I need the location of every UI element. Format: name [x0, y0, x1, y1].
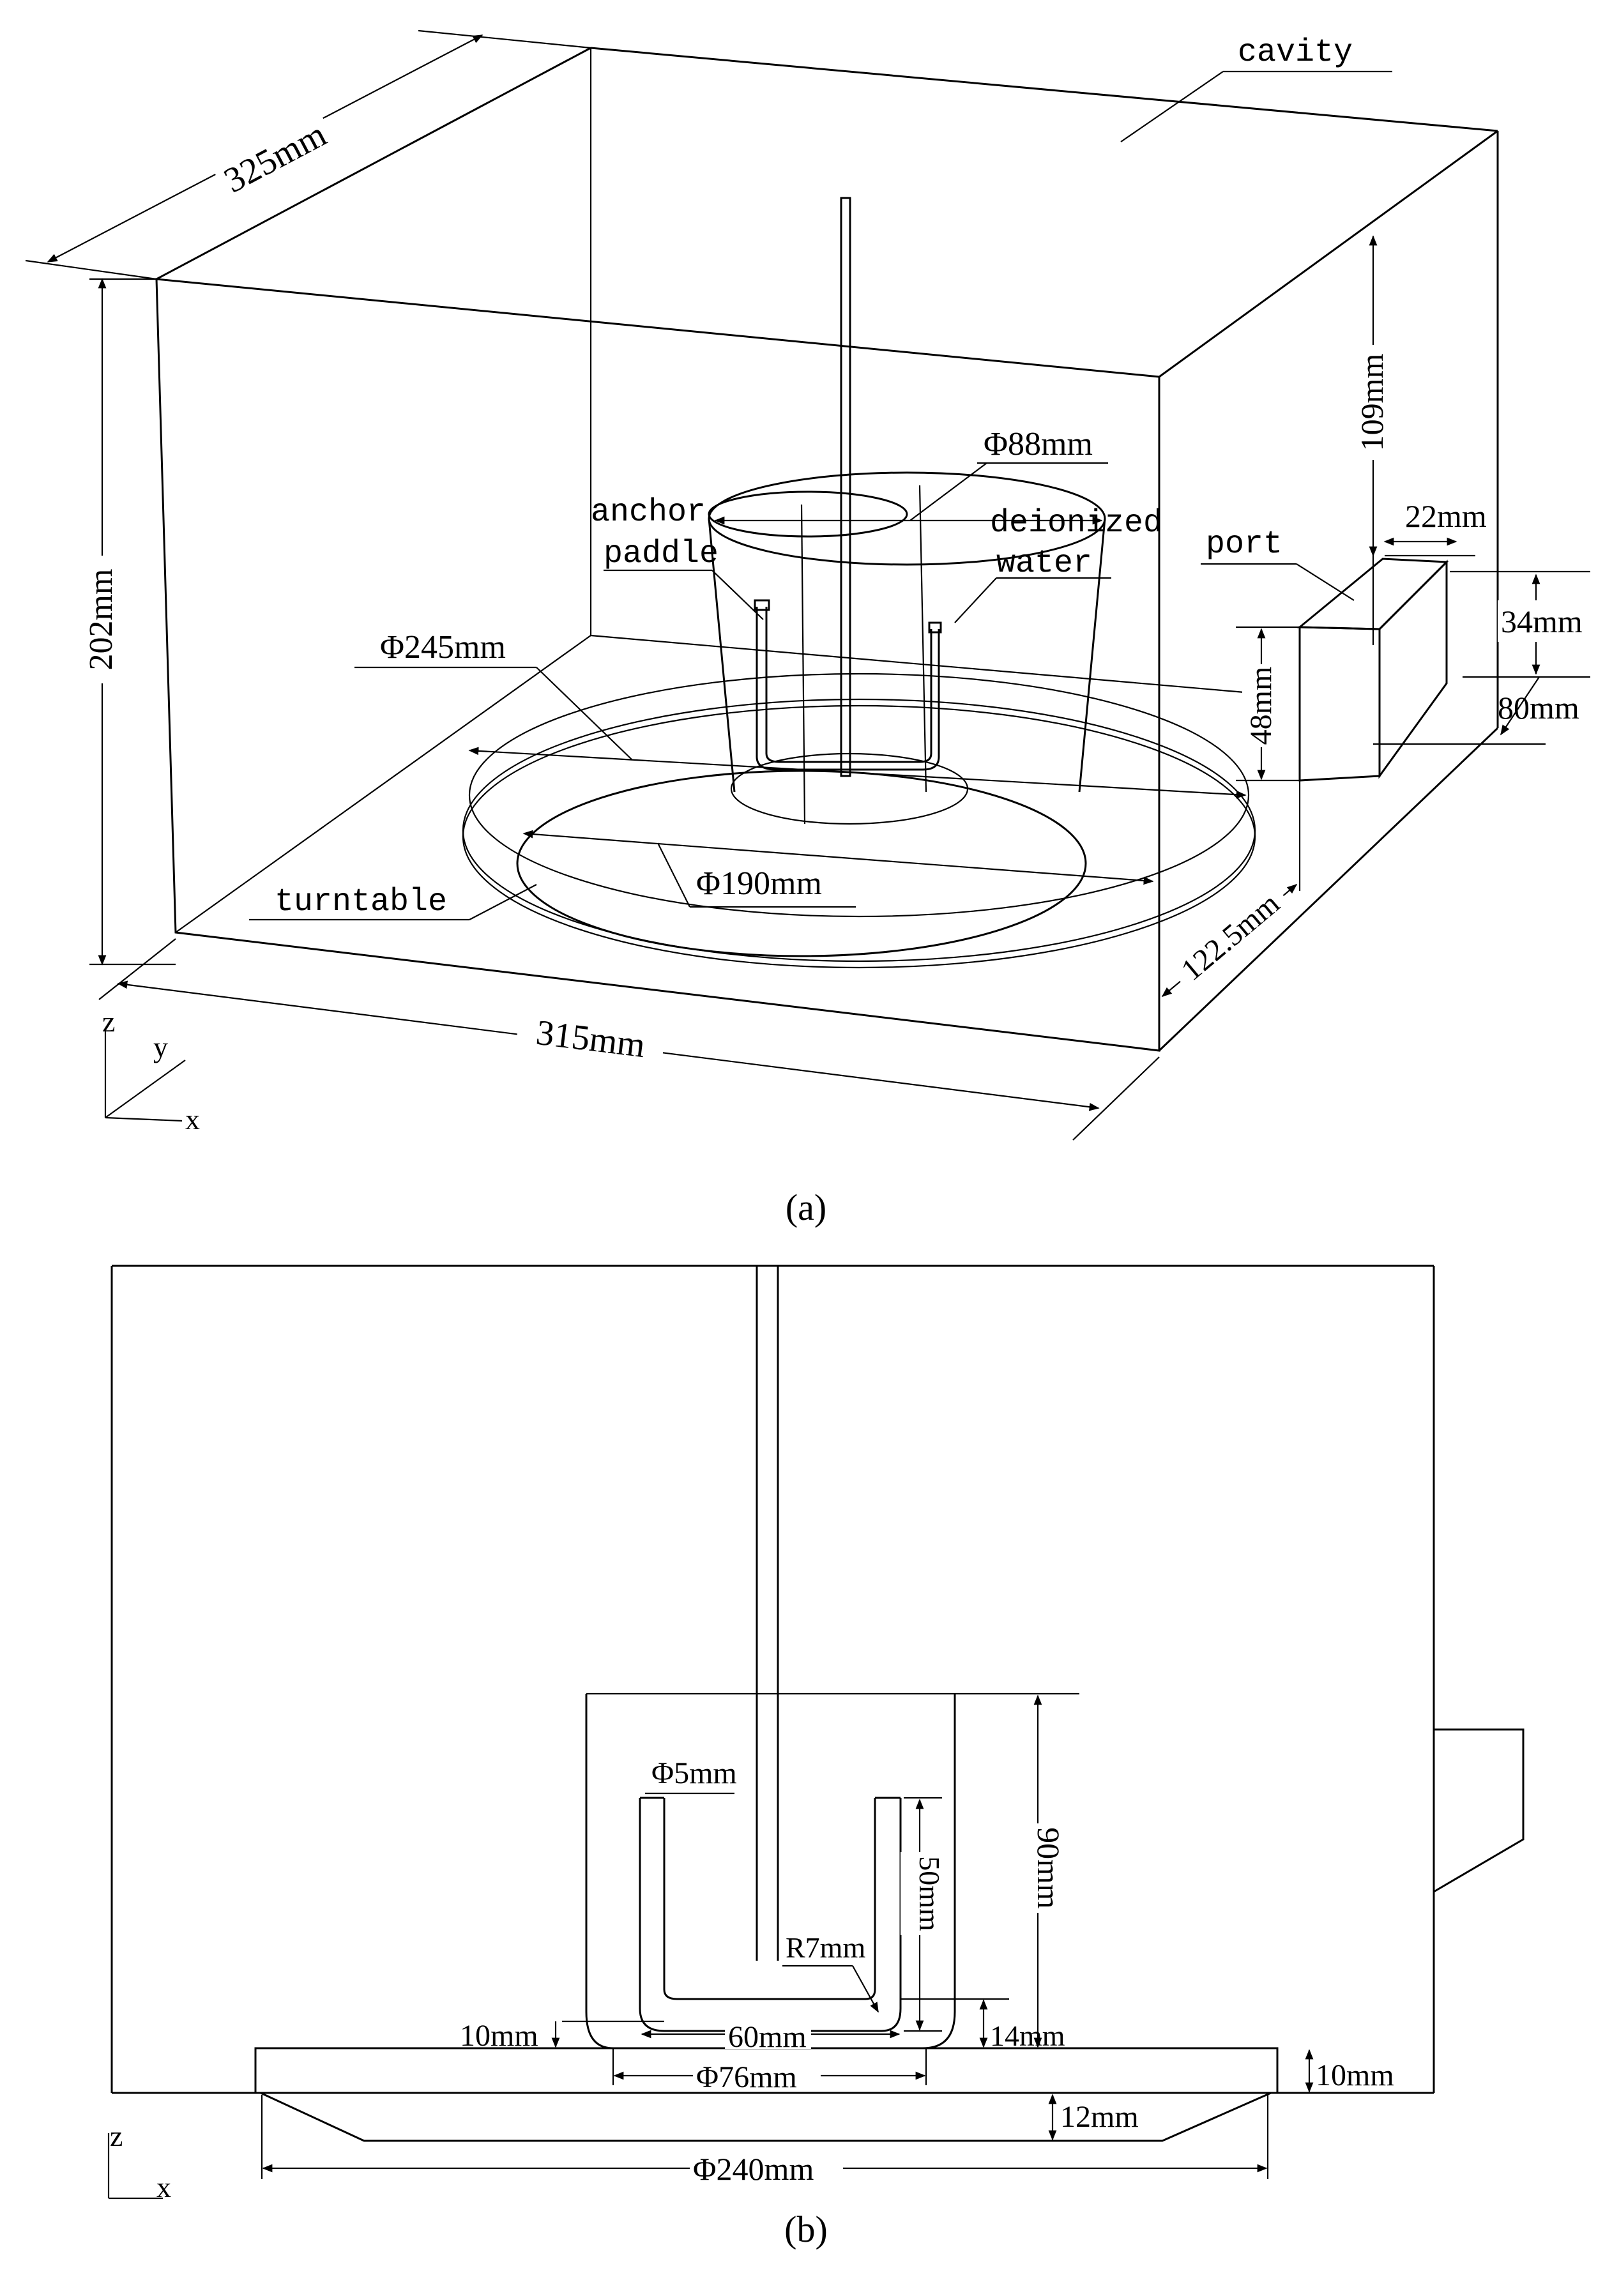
label-anchor-paddle: anchor paddle: [591, 494, 764, 620]
label-turntable-dia-text: Φ245mm: [380, 629, 506, 665]
dim-port-height: 34mm: [1450, 570, 1590, 678]
dim-port-z: 48mm: [1236, 626, 1300, 782]
axis-b-x: x: [156, 2171, 171, 2203]
axis-b-z: z: [110, 2120, 123, 2152]
dim-top-gap: 109mm: [1354, 235, 1392, 645]
label-inner-dia: Φ190mm: [522, 830, 1154, 908]
dim-paddle-height-label: 50mm: [913, 1856, 946, 1931]
dim-depth-label: 325mm: [218, 114, 333, 201]
label-port: port: [1201, 526, 1355, 601]
axis-a-x: x: [185, 1103, 200, 1136]
label-deionized-water-line1: deionized: [990, 505, 1162, 542]
dim-port-offset: 122.5mm: [1161, 780, 1301, 998]
port-side: [1433, 1728, 1525, 1893]
caption-b: (b): [784, 2209, 828, 2250]
dim-port-width: 22mm: [1383, 498, 1487, 557]
dim-width: 315mm: [98, 938, 1160, 1141]
label-turntable-dia: Φ245mm: [354, 629, 1247, 799]
dim-port-length-label: 80mm: [1498, 690, 1579, 726]
dim-bend-radius: R7mm: [782, 1931, 879, 2013]
dim-bottom-gap-label: 10mm: [460, 2019, 538, 2053]
dim-depth: 325mm: [25, 29, 591, 280]
dim-paddle-clearance-label: 14mm: [990, 2019, 1065, 2052]
dim-beaker-height-label: 90mm: [1031, 1827, 1067, 1909]
label-deionized-water: deionized water: [954, 505, 1162, 623]
dim-plate-label: 10mm: [1316, 2058, 1394, 2092]
dim-port-width-label: 22mm: [1405, 498, 1487, 534]
axes-b: z x: [107, 2120, 171, 2203]
dim-beaker-base-label: Φ76mm: [696, 2060, 797, 2094]
dim-beaker-dia-label: Φ88mm: [984, 426, 1093, 462]
dim-rod-dia: Φ5mm: [645, 1756, 737, 1795]
dim-beaker-base: Φ76mm: [612, 2048, 927, 2094]
label-anchor-paddle-line1: anchor: [591, 494, 706, 531]
cavity-side: [110, 1265, 1435, 2094]
panel-b: Φ5mm 90mm 50mm R7mm 10mm: [107, 1265, 1525, 2250]
label-inner-dia-text: Φ190mm: [696, 865, 822, 902]
label-cavity-text: cavity: [1238, 34, 1353, 71]
label-deionized-water-line2: water: [996, 545, 1092, 582]
caption-a: (a): [786, 1187, 826, 1228]
panel-a: 325mm 202mm 315mm 109mm: [25, 29, 1590, 1228]
shaft-side: [756, 1266, 779, 1961]
dim-bend-radius-label: R7mm: [786, 1931, 865, 1964]
label-turntable-text: turntable: [275, 884, 447, 920]
axes-a: z y x: [102, 1005, 200, 1136]
label-port-text: port: [1206, 526, 1282, 563]
dim-rod-dia-label: Φ5mm: [651, 1756, 737, 1790]
dim-paddle-width: 60mm: [641, 2017, 901, 2054]
dim-paddle-width-label: 60mm: [728, 2020, 807, 2054]
dim-paddle-height: 50mm: [901, 1797, 946, 2032]
dim-bottom-gap: 10mm: [460, 2019, 664, 2053]
dim-port-length: 80mm: [1373, 676, 1579, 745]
port: [1296, 558, 1449, 782]
axis-a-y: y: [153, 1031, 168, 1063]
turntable: [462, 673, 1256, 969]
dim-turntable-label: Φ240mm: [693, 2151, 814, 2187]
beaker-side: [585, 1692, 1079, 2049]
dim-beaker-dia: Φ88mm: [714, 426, 1108, 525]
dim-height-label: 202mm: [83, 569, 119, 671]
dim-support: 12mm: [1048, 2094, 1139, 2141]
dim-support-label: 12mm: [1060, 2100, 1139, 2134]
dim-top-gap-label: 109mm: [1354, 354, 1390, 452]
anchor-paddle-3d: [754, 197, 942, 777]
label-cavity: cavity: [1120, 34, 1392, 142]
dim-port-height-label: 34mm: [1501, 604, 1583, 639]
dim-turntable: Φ240mm: [261, 2095, 1269, 2187]
dim-height: 202mm: [80, 278, 176, 966]
label-turntable: turntable: [249, 884, 537, 921]
dim-beaker-height: 90mm: [1017, 1694, 1067, 2048]
paddle-side: [639, 1797, 902, 2032]
label-anchor-paddle-line2: paddle: [604, 536, 719, 572]
dim-port-z-label: 48mm: [1244, 667, 1278, 745]
dim-paddle-clearance: 14mm: [901, 1998, 1065, 2052]
axis-a-z: z: [102, 1005, 115, 1038]
dim-plate: 10mm: [1305, 2049, 1394, 2093]
